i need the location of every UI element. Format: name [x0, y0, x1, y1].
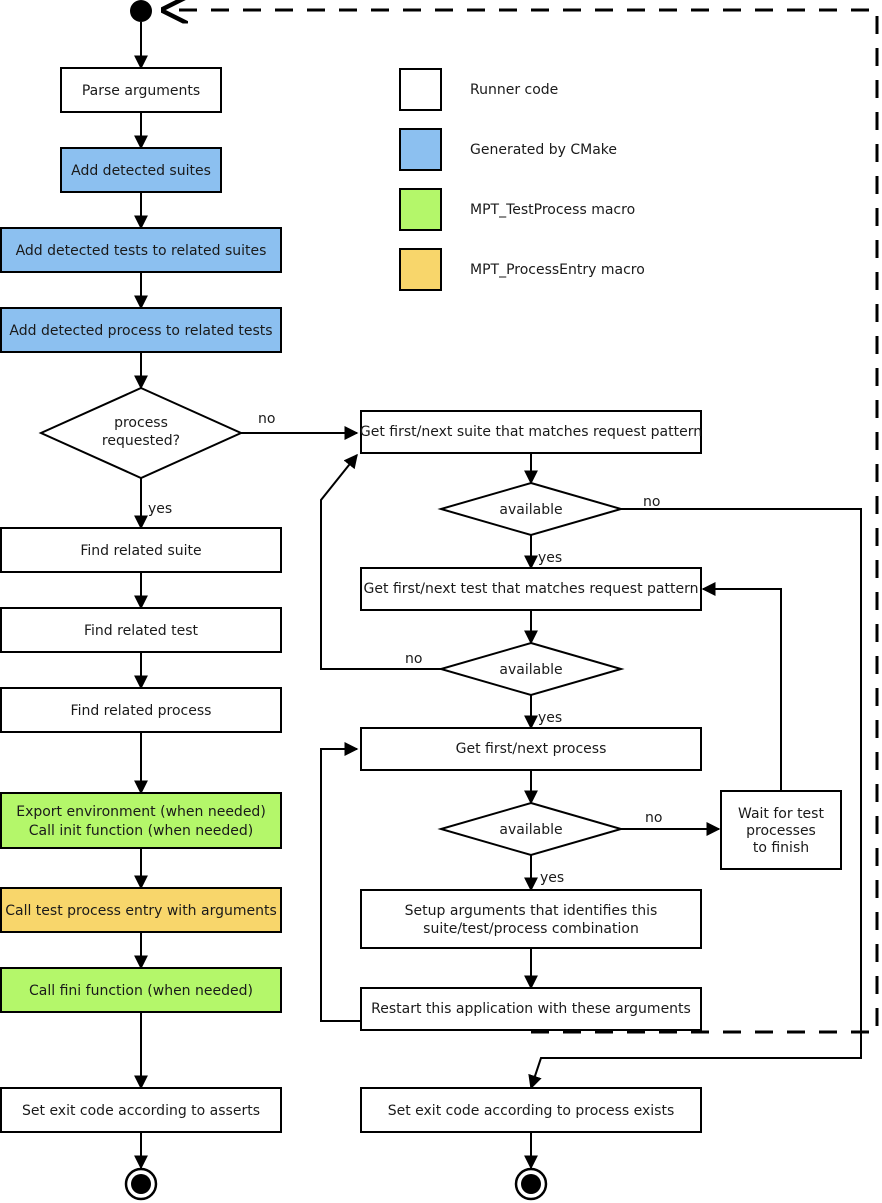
legend-label-mpt-processentry-macro: MPT_ProcessEntry macro: [470, 262, 645, 278]
node-add-detected-tests[interactable]: Add detected tests to related suites: [0, 227, 282, 273]
node-find-related-process[interactable]: Find related process: [0, 687, 282, 733]
node-call-fini-function[interactable]: Call fini function (when needed): [0, 967, 282, 1013]
node-get-next-test[interactable]: Get first/next test that matches request…: [360, 567, 702, 611]
node-add-detected-suites-label: Add detected suites: [71, 163, 211, 179]
edge-labels-layer: no yes no yes no yes no yes: [148, 411, 662, 886]
node-restart-application[interactable]: Restart this application with these argu…: [360, 987, 702, 1031]
node-export-environment-label-line2: Call init function (when needed): [29, 823, 254, 839]
edge-label-test-available-yes: yes: [538, 710, 562, 726]
edge-restart-loopback-get-process: [320, 742, 361, 1022]
edge-label-suite-available-no: no: [643, 494, 660, 510]
node-wait-for-test-processes-label-line1: Wait for test: [738, 806, 824, 822]
node-set-exit-code-process-exists-label: Set exit code according to process exist…: [388, 1103, 675, 1119]
node-process-requested-label-line1: process: [114, 415, 168, 431]
end-node-left: [124, 1167, 158, 1201]
node-get-next-process[interactable]: Get first/next process: [360, 727, 702, 771]
legend-item-runner-code: Runner code: [399, 68, 558, 111]
node-wait-for-test-processes-label-line2: processes: [746, 823, 816, 839]
node-call-fini-function-label: Call fini function (when needed): [29, 983, 253, 999]
node-process-requested-label-line2: requested?: [102, 433, 180, 449]
node-restart-application-label: Restart this application with these argu…: [371, 1001, 691, 1017]
start-node: [130, 0, 152, 22]
node-add-detected-suites[interactable]: Add detected suites: [60, 147, 222, 193]
node-test-available-label: available: [499, 662, 562, 678]
end-node-right: [514, 1167, 548, 1201]
node-get-next-process-label: Get first/next process: [456, 741, 607, 757]
node-parse-arguments[interactable]: Parse arguments: [60, 67, 222, 113]
legend: Runner code Generated by CMake MPT_TestP…: [399, 68, 645, 291]
node-wait-for-test-processes[interactable]: Wait for test processes to finish: [720, 790, 842, 870]
node-export-environment-init[interactable]: Export environment (when needed) Call in…: [0, 792, 282, 849]
legend-label-runner-code: Runner code: [470, 82, 558, 98]
node-find-related-test-label: Find related test: [84, 623, 199, 639]
legend-label-mpt-testprocess-macro: MPT_TestProcess macro: [470, 202, 635, 218]
node-test-available-decision[interactable]: available: [437, 641, 625, 697]
edge-test-available-no-loopback-suite: [320, 453, 441, 670]
edge-wait-to-get-test: [701, 582, 782, 791]
node-set-exit-code-asserts-label: Set exit code according to asserts: [22, 1103, 260, 1119]
edge-label-process-requested-yes: yes: [148, 501, 172, 517]
legend-item-mpt-processentry-macro: MPT_ProcessEntry macro: [399, 248, 645, 291]
node-find-related-suite[interactable]: Find related suite: [0, 527, 282, 573]
edge-label-process-available-no: no: [645, 810, 662, 826]
node-find-related-test[interactable]: Find related test: [0, 607, 282, 653]
node-process-requested-decision[interactable]: process requested?: [38, 386, 244, 480]
node-call-test-process-entry-label: Call test process entry with arguments: [5, 903, 277, 919]
node-get-next-test-label: Get first/next test that matches request…: [364, 581, 699, 597]
node-set-exit-code-process-exists[interactable]: Set exit code according to process exist…: [360, 1087, 702, 1133]
node-suite-available-decision[interactable]: available: [437, 481, 625, 537]
edges-layer: [134, 10, 879, 1170]
node-process-available-label: available: [499, 822, 562, 838]
node-add-detected-process[interactable]: Add detected process to related tests: [0, 307, 282, 353]
node-setup-arguments-label-line2: suite/test/process combination: [423, 921, 639, 937]
node-export-environment-label-line1: Export environment (when needed): [16, 804, 266, 820]
node-parse-arguments-label: Parse arguments: [82, 83, 200, 99]
edge-label-test-available-no: no: [405, 651, 422, 667]
edge-suite-available-no-to-set-exit: [528, 508, 862, 1090]
node-get-next-suite[interactable]: Get first/next suite that matches reques…: [360, 410, 702, 454]
node-get-next-suite-label: Get first/next suite that matches reques…: [360, 424, 702, 440]
node-set-exit-code-asserts[interactable]: Set exit code according to asserts: [0, 1087, 282, 1133]
legend-item-generated-by-cmake: Generated by CMake: [399, 128, 617, 171]
node-find-related-process-label: Find related process: [71, 703, 212, 719]
node-suite-available-label: available: [499, 502, 562, 518]
node-find-related-suite-label: Find related suite: [80, 543, 201, 559]
edge-restart-to-start-dashed: [163, 10, 879, 1034]
node-add-detected-process-label: Add detected process to related tests: [9, 323, 272, 339]
node-add-detected-tests-label: Add detected tests to related suites: [16, 243, 267, 259]
node-setup-arguments-label-line1: Setup arguments that identifies this: [405, 903, 658, 919]
node-wait-for-test-processes-label-line3: to finish: [753, 840, 809, 856]
node-call-test-process-entry[interactable]: Call test process entry with arguments: [0, 887, 282, 933]
node-setup-arguments[interactable]: Setup arguments that identifies this sui…: [360, 889, 702, 949]
legend-label-generated-by-cmake: Generated by CMake: [470, 142, 617, 158]
node-process-available-decision[interactable]: available: [437, 801, 625, 857]
edge-label-process-requested-no: no: [258, 411, 275, 427]
edge-label-suite-available-yes: yes: [538, 550, 562, 566]
legend-item-mpt-testprocess-macro: MPT_TestProcess macro: [399, 188, 635, 231]
edge-label-process-available-yes: yes: [540, 870, 564, 886]
